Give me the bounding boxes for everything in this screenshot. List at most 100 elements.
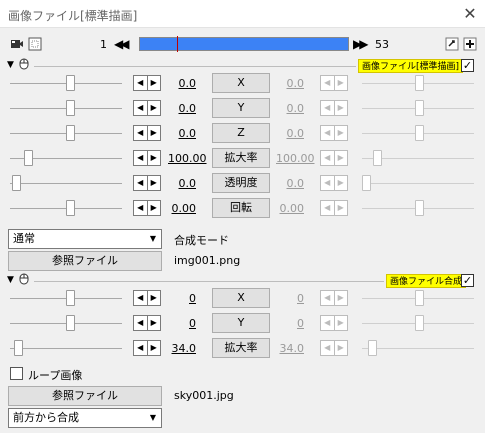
arrow-right-icon[interactable]: ▶ xyxy=(337,203,344,212)
param-slider-thumb[interactable] xyxy=(66,75,75,91)
param-value[interactable]: 0.00 xyxy=(171,202,197,215)
arrow-left-icon[interactable]: ◀ xyxy=(321,76,335,90)
param-value[interactable]: 0.0 xyxy=(178,77,197,90)
param-button[interactable]: Y xyxy=(212,313,270,333)
param-end-slider-track[interactable] xyxy=(362,158,474,159)
arrow-left-icon[interactable]: ◀ xyxy=(321,151,335,165)
param-stepper[interactable]: ◀▶ xyxy=(133,340,161,356)
param-value[interactable]: 0.0 xyxy=(178,177,197,190)
param-slider-track[interactable] xyxy=(10,158,122,159)
param-end-slider-thumb[interactable] xyxy=(415,100,424,116)
param-value[interactable]: 34.0 xyxy=(171,342,197,355)
arrow-right-icon[interactable]: ▶ xyxy=(150,178,157,187)
param-end-stepper[interactable]: ◀▶ xyxy=(320,340,348,356)
param-slider-thumb[interactable] xyxy=(66,315,75,331)
arrow-right-icon[interactable]: ▶ xyxy=(337,343,344,352)
param-stepper[interactable]: ◀▶ xyxy=(133,200,161,216)
param-slider-thumb[interactable] xyxy=(14,340,23,356)
param-end-stepper[interactable]: ◀▶ xyxy=(320,200,348,216)
section2-enable-checkbox[interactable]: ✓ xyxy=(461,274,474,287)
timeline-bar[interactable] xyxy=(139,36,349,52)
param-value[interactable]: 0 xyxy=(189,317,196,330)
param-button[interactable]: Y xyxy=(212,98,270,118)
section1-enable-checkbox[interactable]: ✓ xyxy=(461,59,474,72)
arrow-right-icon[interactable]: ▶ xyxy=(337,153,344,162)
close-icon[interactable]: ✕ xyxy=(463,4,477,23)
arrow-left-icon[interactable]: ◀ xyxy=(321,201,335,215)
param-end-value[interactable]: 0.0 xyxy=(286,77,305,90)
param-stepper[interactable]: ◀▶ xyxy=(133,125,161,141)
param-slider-thumb[interactable] xyxy=(66,125,75,141)
param-slider-track[interactable] xyxy=(10,348,122,349)
arrow-right-icon[interactable]: ▶ xyxy=(337,178,344,187)
param-end-slider-thumb[interactable] xyxy=(415,290,424,306)
param-value[interactable]: 0.0 xyxy=(178,102,197,115)
param-end-slider-thumb[interactable] xyxy=(415,125,424,141)
playhead-marker[interactable] xyxy=(177,36,178,52)
blend-mode-select[interactable]: 通常 ▼ xyxy=(8,229,162,249)
ref-file-button[interactable]: 参照ファイル xyxy=(8,251,162,271)
param-slider-thumb[interactable] xyxy=(66,290,75,306)
param-end-stepper[interactable]: ◀▶ xyxy=(320,150,348,166)
camera-icon[interactable] xyxy=(10,37,24,54)
param-end-value[interactable]: 0.0 xyxy=(286,102,305,115)
param-value[interactable]: 0.0 xyxy=(178,127,197,140)
arrow-right-icon[interactable]: ▶ xyxy=(150,128,157,137)
arrow-left-icon[interactable]: ◀ xyxy=(134,341,148,355)
param-end-stepper[interactable]: ◀▶ xyxy=(320,125,348,141)
arrow-left-icon[interactable]: ◀ xyxy=(321,101,335,115)
param-slider-thumb[interactable] xyxy=(24,150,33,166)
param-end-stepper[interactable]: ◀▶ xyxy=(320,75,348,91)
param-end-slider-thumb[interactable] xyxy=(415,75,424,91)
param-end-value[interactable]: 0.0 xyxy=(286,127,305,140)
param-value[interactable]: 0 xyxy=(189,292,196,305)
section1-collapse-icon[interactable]: ▼ xyxy=(7,60,14,70)
param-button[interactable]: 回転 xyxy=(212,198,270,218)
arrow-left-icon[interactable]: ◀ xyxy=(134,316,148,330)
arrow-left-icon[interactable]: ◀ xyxy=(134,176,148,190)
param-end-stepper[interactable]: ◀▶ xyxy=(320,290,348,306)
arrow-left-icon[interactable]: ◀ xyxy=(134,126,148,140)
arrow-right-icon[interactable]: ▶ xyxy=(150,78,157,87)
param-stepper[interactable]: ◀▶ xyxy=(133,100,161,116)
arrow-left-icon[interactable]: ◀ xyxy=(321,291,335,305)
param-button[interactable]: 拡大率 xyxy=(212,148,270,168)
add-filter-icon[interactable] xyxy=(463,37,477,54)
arrow-right-icon[interactable]: ▶ xyxy=(337,103,344,112)
param-end-slider-thumb[interactable] xyxy=(373,150,382,166)
param-button[interactable]: Z xyxy=(212,123,270,143)
param-end-slider-track[interactable] xyxy=(362,348,474,349)
arrow-left-icon[interactable]: ◀ xyxy=(134,291,148,305)
arrow-right-icon[interactable]: ▶ xyxy=(150,103,157,112)
arrow-right-icon[interactable]: ▶ xyxy=(337,78,344,87)
param-end-value[interactable]: 0.0 xyxy=(286,177,305,190)
arrow-right-icon[interactable]: ▶ xyxy=(150,293,157,302)
arrow-left-icon[interactable]: ◀ xyxy=(134,201,148,215)
param-end-slider-thumb[interactable] xyxy=(415,315,424,331)
arrow-left-icon[interactable]: ◀ xyxy=(134,151,148,165)
param-button[interactable]: 透明度 xyxy=(212,173,270,193)
param-end-stepper[interactable]: ◀▶ xyxy=(320,100,348,116)
arrow-left-icon[interactable]: ◀ xyxy=(321,126,335,140)
arrow-right-icon[interactable]: ▶ xyxy=(337,318,344,327)
section2-collapse-icon[interactable]: ▼ xyxy=(7,275,14,285)
param-end-slider-thumb[interactable] xyxy=(368,340,377,356)
arrow-right-icon[interactable]: ▶ xyxy=(150,343,157,352)
arrow-left-icon[interactable]: ◀ xyxy=(134,101,148,115)
param-end-value[interactable]: 0 xyxy=(297,317,304,330)
arrow-right-icon[interactable]: ▶ xyxy=(150,153,157,162)
param-end-value[interactable]: 0.00 xyxy=(279,202,305,215)
param-end-stepper[interactable]: ◀▶ xyxy=(320,315,348,331)
param-end-value[interactable]: 100.00 xyxy=(276,152,315,165)
arrow-left-icon[interactable]: ◀ xyxy=(321,176,335,190)
fast-forward-icon[interactable]: ▶▶ xyxy=(353,37,369,51)
param-end-stepper[interactable]: ◀▶ xyxy=(320,175,348,191)
param-end-value[interactable]: 0 xyxy=(297,292,304,305)
param-end-slider-track[interactable] xyxy=(362,183,474,184)
param-stepper[interactable]: ◀▶ xyxy=(133,315,161,331)
param-stepper[interactable]: ◀▶ xyxy=(133,150,161,166)
param-stepper[interactable]: ◀▶ xyxy=(133,75,161,91)
param-slider-track[interactable] xyxy=(10,183,122,184)
rewind-icon[interactable]: ◀◀ xyxy=(114,37,130,51)
param-slider-thumb[interactable] xyxy=(66,100,75,116)
